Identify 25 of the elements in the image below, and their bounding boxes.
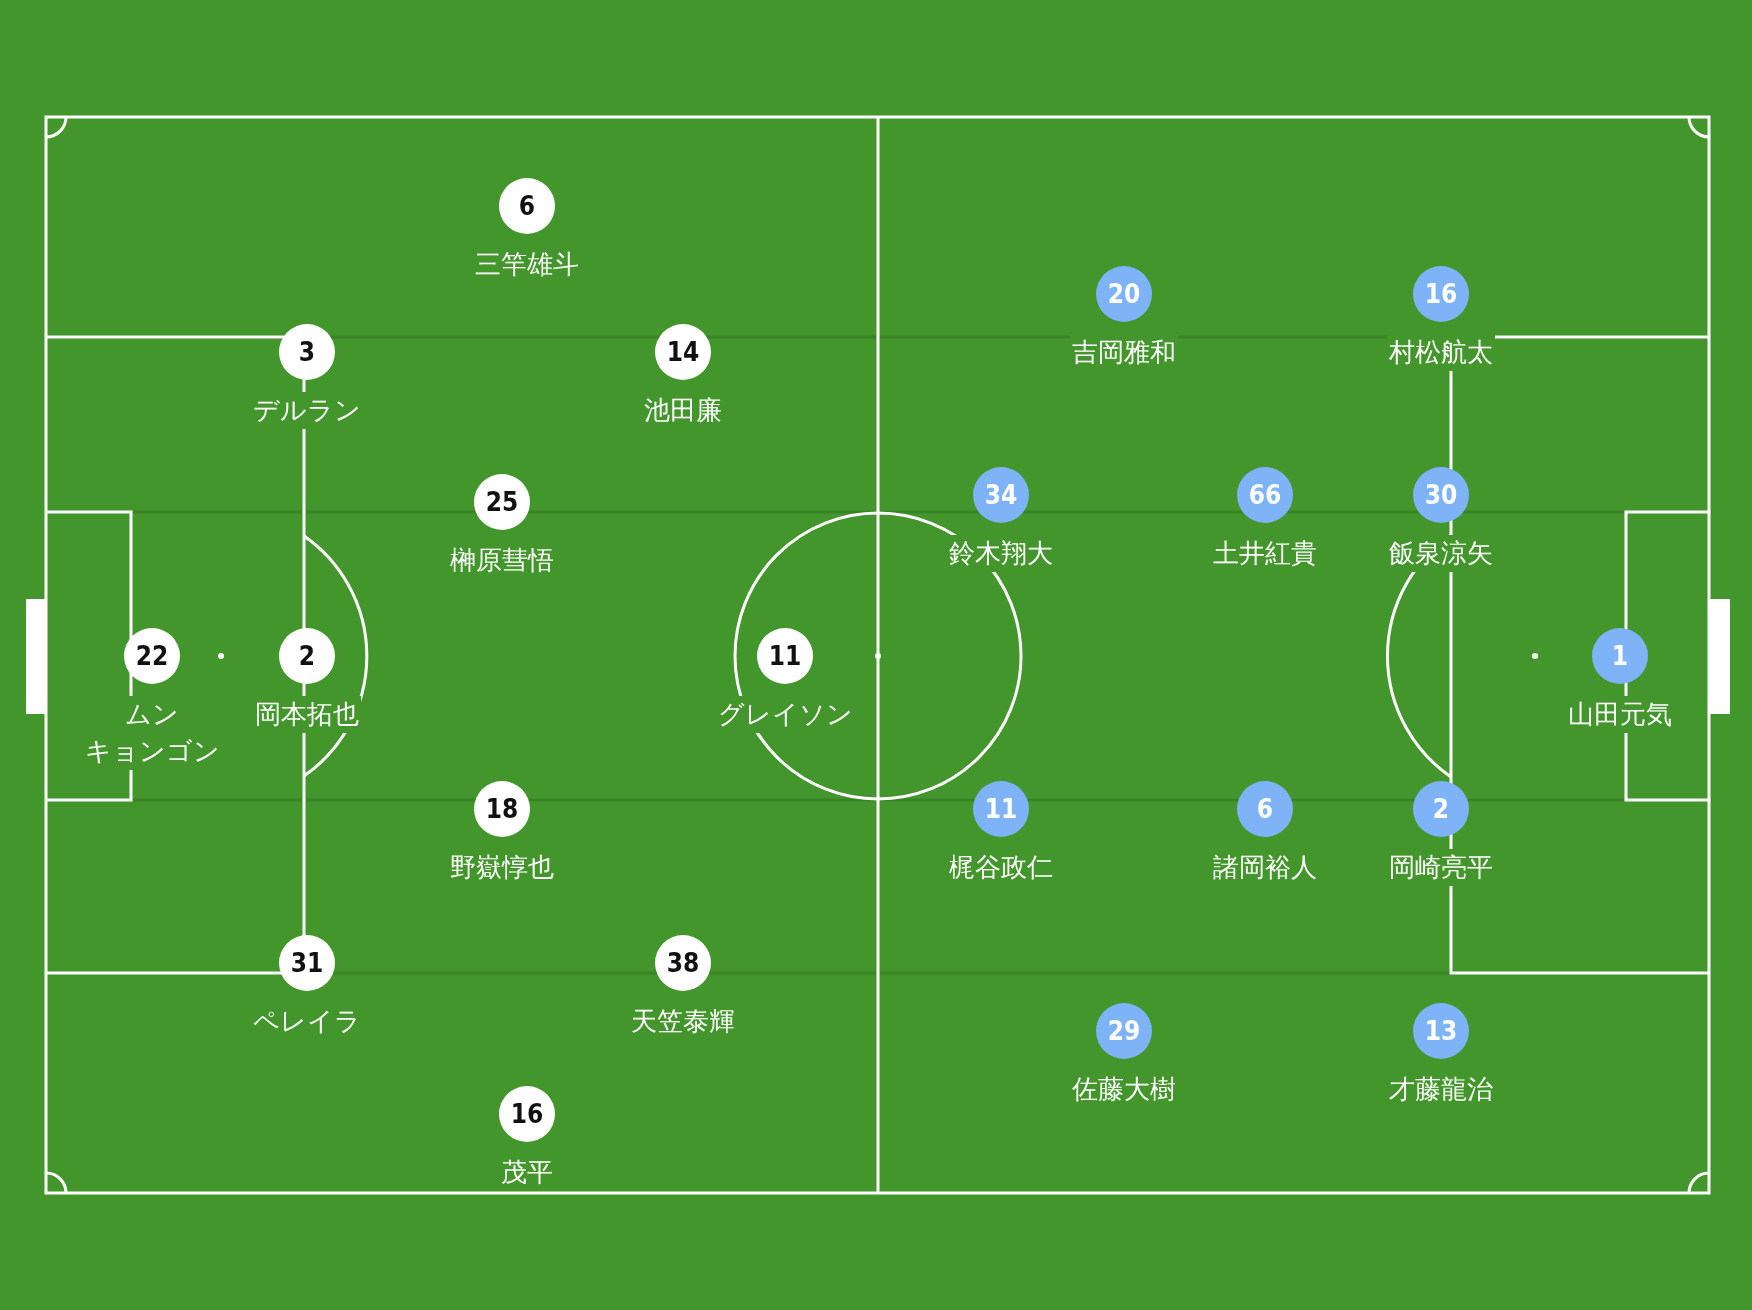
player-marker: 30 (1413, 467, 1469, 523)
player-marker: 11 (973, 781, 1029, 837)
player-marker: 38 (655, 935, 711, 991)
player-name: 村松航太 (1387, 334, 1495, 371)
player-name: 飯泉涼矢 (1387, 535, 1495, 572)
player-marker: 16 (499, 1086, 555, 1142)
player-marker: 2 (1413, 781, 1469, 837)
player-marker: 2 (279, 628, 335, 684)
player-marker: 20 (1096, 266, 1152, 322)
player-name: 鈴木翔大 (947, 535, 1055, 572)
player-marker: 25 (474, 474, 530, 530)
player-marker: 29 (1096, 1003, 1152, 1059)
player-marker: 3 (279, 324, 335, 380)
player-marker: 66 (1237, 467, 1293, 523)
player-marker: 22 (124, 628, 180, 684)
player-marker: 31 (279, 935, 335, 991)
player-marker: 11 (757, 628, 813, 684)
player-marker: 18 (474, 781, 530, 837)
player-marker: 13 (1413, 1003, 1469, 1059)
player-marker: 1 (1592, 628, 1648, 684)
player-marker: 6 (499, 178, 555, 234)
player-marker: 34 (973, 467, 1029, 523)
player-marker: 14 (655, 324, 711, 380)
player-marker: 16 (1413, 266, 1469, 322)
player-marker: 6 (1237, 781, 1293, 837)
